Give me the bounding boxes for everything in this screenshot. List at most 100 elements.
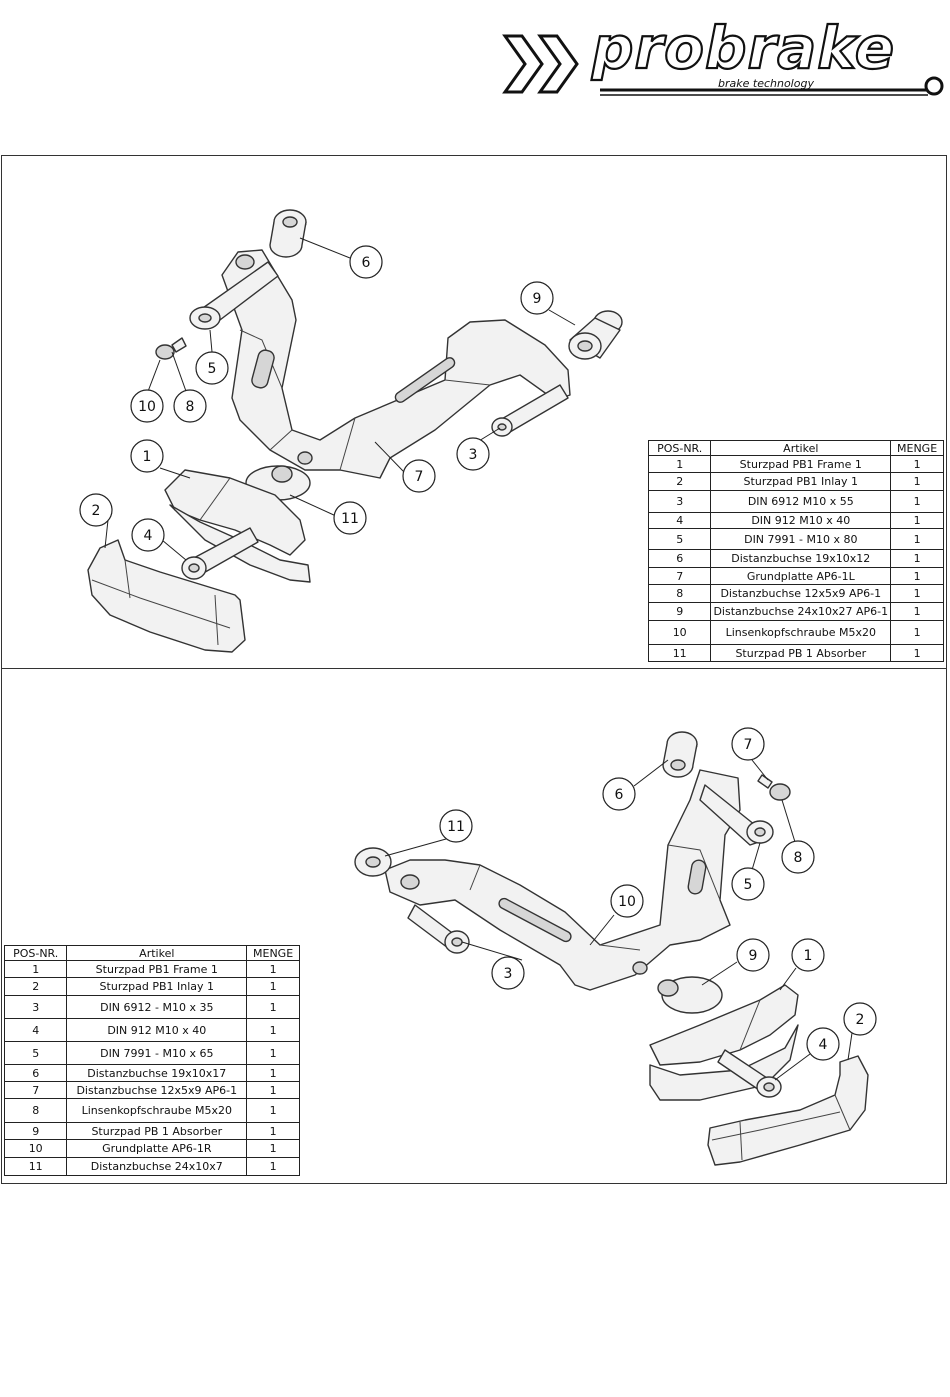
svg-text:8: 8	[794, 850, 803, 866]
right-assembly-panel	[1, 668, 947, 1184]
left-bolt-3	[491, 384, 569, 437]
cell-article: Sturzpad PB1 Frame 1	[66, 960, 248, 978]
cell-pos: 10	[647, 620, 712, 645]
callout-bottom-4: 4	[806, 1027, 840, 1061]
column-header-qty: MENGE	[246, 945, 300, 961]
right-absorber-9	[657, 976, 723, 1014]
callout-top-4: 4	[131, 518, 165, 552]
svg-text:10: 10	[618, 894, 636, 910]
cell-article: Sturzpad PB1 Frame 1	[710, 455, 892, 473]
cell-article: Linsenkopfschraube M5x20	[710, 620, 892, 645]
right-inlay-2	[707, 1055, 869, 1166]
callout-top-11: 11	[333, 501, 367, 535]
right-screw-7-8	[757, 774, 791, 801]
cell-pos: 8	[3, 1098, 68, 1123]
callout-top-6: 6	[349, 245, 383, 279]
cell-qty: 1	[890, 455, 944, 473]
left-spacer-6	[269, 209, 307, 258]
right-base-plate	[384, 769, 741, 991]
left-screw-10	[155, 337, 187, 360]
cell-pos: 3	[647, 490, 712, 513]
cell-pos: 7	[3, 1081, 68, 1099]
cell-article: Distanzbuchse 19x10x12	[710, 549, 892, 568]
cell-article: DIN 912 M10 x 40	[66, 1018, 248, 1042]
cell-qty: 1	[246, 1139, 300, 1158]
cell-pos: 7	[647, 567, 712, 585]
left-spacer-9	[568, 310, 623, 360]
cell-qty: 1	[246, 1098, 300, 1123]
cell-qty: 1	[890, 472, 944, 491]
cell-article: Distanzbuchse 12x5x9 AP6-1	[66, 1081, 248, 1099]
cell-pos: 3	[3, 995, 68, 1019]
cell-pos: 4	[647, 512, 712, 529]
callout-bottom-9: 9	[736, 938, 770, 972]
cell-qty: 1	[246, 1064, 300, 1082]
right-bolt-5	[699, 784, 774, 846]
brand-logo	[500, 28, 945, 100]
cell-qty: 1	[246, 1122, 300, 1140]
svg-text:4: 4	[819, 1037, 828, 1053]
callout-bottom-8: 8	[781, 840, 815, 874]
cell-qty: 1	[246, 977, 300, 996]
cell-article: Sturzpad PB 1 Absorber	[710, 644, 892, 662]
cell-pos: 5	[647, 528, 712, 550]
cell-pos: 1	[3, 960, 68, 978]
callout-bottom-3: 3	[491, 956, 525, 990]
cell-qty: 1	[246, 1041, 300, 1065]
brand-tagline: brake technology	[718, 77, 814, 90]
cell-qty: 1	[890, 512, 944, 529]
cell-pos: 4	[3, 1018, 68, 1042]
callout-bottom-5: 5	[731, 867, 765, 901]
svg-text:6: 6	[615, 787, 624, 803]
cell-pos: 9	[3, 1122, 68, 1140]
cell-article: Distanzbuchse 19x10x17	[66, 1064, 248, 1082]
cell-pos: 2	[647, 472, 712, 491]
svg-text:8: 8	[186, 399, 195, 415]
cell-qty: 1	[246, 1081, 300, 1099]
callout-top-8: 8	[173, 389, 207, 423]
column-header-article: Artikel	[710, 440, 892, 456]
left-bolt-5	[189, 261, 279, 330]
cell-article: Sturzpad PB 1 Absorber	[66, 1122, 248, 1140]
cell-article: DIN 6912 M10 x 55	[710, 490, 892, 513]
right-spacer-11	[354, 847, 392, 877]
cell-qty: 1	[246, 1157, 300, 1176]
cell-qty: 1	[890, 602, 944, 621]
cell-pos: 6	[647, 549, 712, 568]
column-header-article: Artikel	[66, 945, 248, 961]
right-bolt-4	[717, 1049, 782, 1098]
callout-bottom-6: 6	[602, 777, 636, 811]
callout-top-3: 3	[456, 437, 490, 471]
svg-text:9: 9	[533, 291, 542, 307]
svg-text:2: 2	[92, 503, 101, 519]
cell-pos: 1	[647, 455, 712, 473]
svg-text:3: 3	[469, 447, 478, 463]
cell-article: DIN 912 M10 x 40	[710, 512, 892, 529]
cell-article: Distanzbuchse 24x10x27 AP6-1	[710, 602, 892, 621]
svg-text:5: 5	[208, 361, 217, 377]
column-header-pos: POS-NR.	[3, 945, 68, 961]
cell-qty: 1	[890, 584, 944, 603]
svg-text:5: 5	[744, 877, 753, 893]
cell-article: DIN 7991 - M10 x 65	[66, 1041, 248, 1065]
cell-qty: 1	[890, 549, 944, 568]
cell-qty: 1	[890, 490, 944, 513]
cell-qty: 1	[890, 644, 944, 662]
cell-article: Sturzpad PB1 Inlay 1	[710, 472, 892, 491]
svg-text:2: 2	[856, 1012, 865, 1028]
